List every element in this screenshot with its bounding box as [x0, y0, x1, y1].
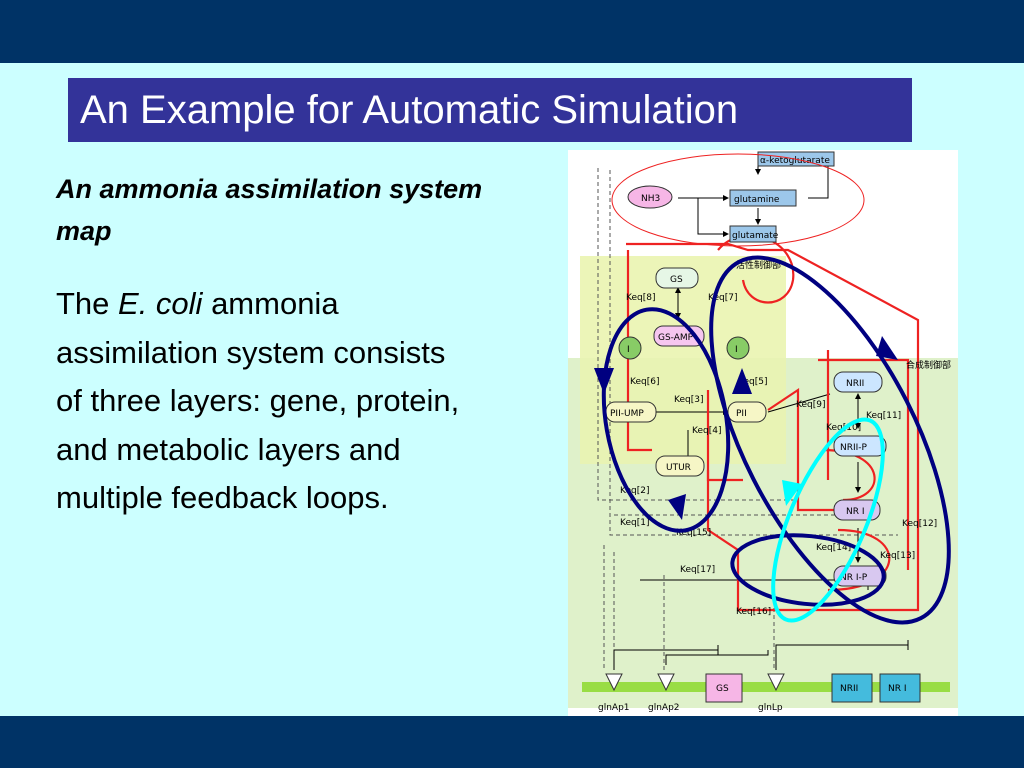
nrii-label: NRII	[846, 379, 864, 389]
feedback-loop-bottom	[730, 533, 886, 607]
glnap1-label: glnAp1	[598, 703, 630, 713]
slide-title: An Example for Automatic Simulation	[80, 88, 739, 132]
keq13-label: Keq[13]	[880, 551, 915, 561]
keq14-label: Keq[14]	[816, 543, 851, 553]
pii-label: PII	[736, 409, 747, 419]
keq5-label: Keq[5]	[738, 377, 767, 387]
nri-node	[833, 499, 881, 521]
gene-regulation-lines	[613, 640, 909, 670]
nri-label: NR I	[846, 507, 865, 517]
body-rest: ammonia assimilation system consists of …	[56, 286, 460, 515]
top-banner	[0, 0, 1024, 63]
glnlp-label: glnLp	[758, 703, 783, 713]
nrii-p-node	[833, 435, 887, 457]
keq11-label: Keq[11]	[866, 411, 901, 421]
keq9-label: Keq[9]	[796, 400, 825, 410]
title-box: An Example for Automatic Simulation	[68, 78, 912, 142]
body-prefix: The	[56, 286, 119, 321]
pi-right-label: I	[735, 345, 738, 355]
feedback-loop-large	[709, 255, 951, 625]
slide-subtitle: An ammonia assimilation system map	[56, 174, 483, 246]
nri-gene-label: NR I	[888, 684, 907, 694]
bottom-banner	[0, 716, 1024, 768]
metabolic-layer-highlight	[611, 153, 865, 247]
glutamate-label: glutamate	[732, 231, 779, 241]
keq1-label: Keq[1]	[620, 518, 649, 528]
gs-amp-label: GS-AMP	[658, 333, 694, 343]
utur-label: UTUR	[666, 463, 691, 473]
pi-right-node	[726, 336, 750, 360]
gs-node	[655, 267, 699, 289]
gs-label: GS	[670, 275, 683, 285]
body-species: E. coli	[118, 286, 203, 321]
promoter-arrows	[605, 673, 785, 692]
glutamine-node	[729, 189, 797, 207]
nri-p-label: NR I-P	[840, 573, 868, 583]
glnap2-label: glnAp2	[648, 703, 680, 713]
keq7-label: Keq[7]	[708, 293, 737, 303]
nrii-gene	[831, 673, 873, 703]
glutamine-label: glutamine	[734, 195, 780, 205]
nh3-node	[627, 185, 673, 209]
diagram-svg: NH3 glutamine glutamate α-ketoglutarate …	[568, 151, 958, 713]
activity-region-label: 活性制御部	[736, 259, 781, 271]
utur-node	[655, 455, 705, 477]
nrii-node	[833, 371, 883, 393]
pii-node	[727, 401, 767, 423]
ketoglutarate-label: α-ketoglutarate	[760, 156, 830, 166]
pi-left-label: I	[627, 345, 630, 355]
keq12-label: Keq[12]	[902, 519, 937, 529]
keq6-label: Keq[6]	[630, 377, 659, 387]
pi-left-node	[618, 336, 642, 360]
slide-body: The E. coli ammonia assimilation system …	[56, 280, 476, 523]
synthesis-region-label: 合成制御部	[906, 359, 951, 371]
feedback-loop-cyan	[771, 417, 885, 623]
nrii-gene-label: NRII	[840, 684, 858, 694]
gene-track	[582, 682, 950, 692]
keq16-label: Keq[16]	[736, 607, 771, 617]
feedback-loops	[601, 255, 951, 625]
loop-arrowheads	[594, 336, 898, 520]
keq2-label: Keq[2]	[620, 486, 649, 496]
gs-gene	[705, 673, 743, 703]
nri-gene	[879, 673, 921, 703]
keq15-label: Keq[15]	[676, 528, 711, 538]
nh3-label: NH3	[641, 194, 660, 204]
glutamate-node	[729, 225, 777, 243]
ammonia-system-diagram: NH3 glutamine glutamate α-ketoglutarate …	[568, 150, 958, 716]
keq8-label: Keq[8]	[626, 293, 655, 303]
pii-ump-label: PII-UMP	[610, 409, 644, 419]
gs-gene-label: GS	[716, 684, 729, 694]
keq17-label: Keq[17]	[680, 565, 715, 575]
keq4-label: Keq[4]	[692, 426, 721, 436]
nrii-p-label: NRII-P	[840, 443, 868, 453]
keq3-label: Keq[3]	[674, 395, 703, 405]
